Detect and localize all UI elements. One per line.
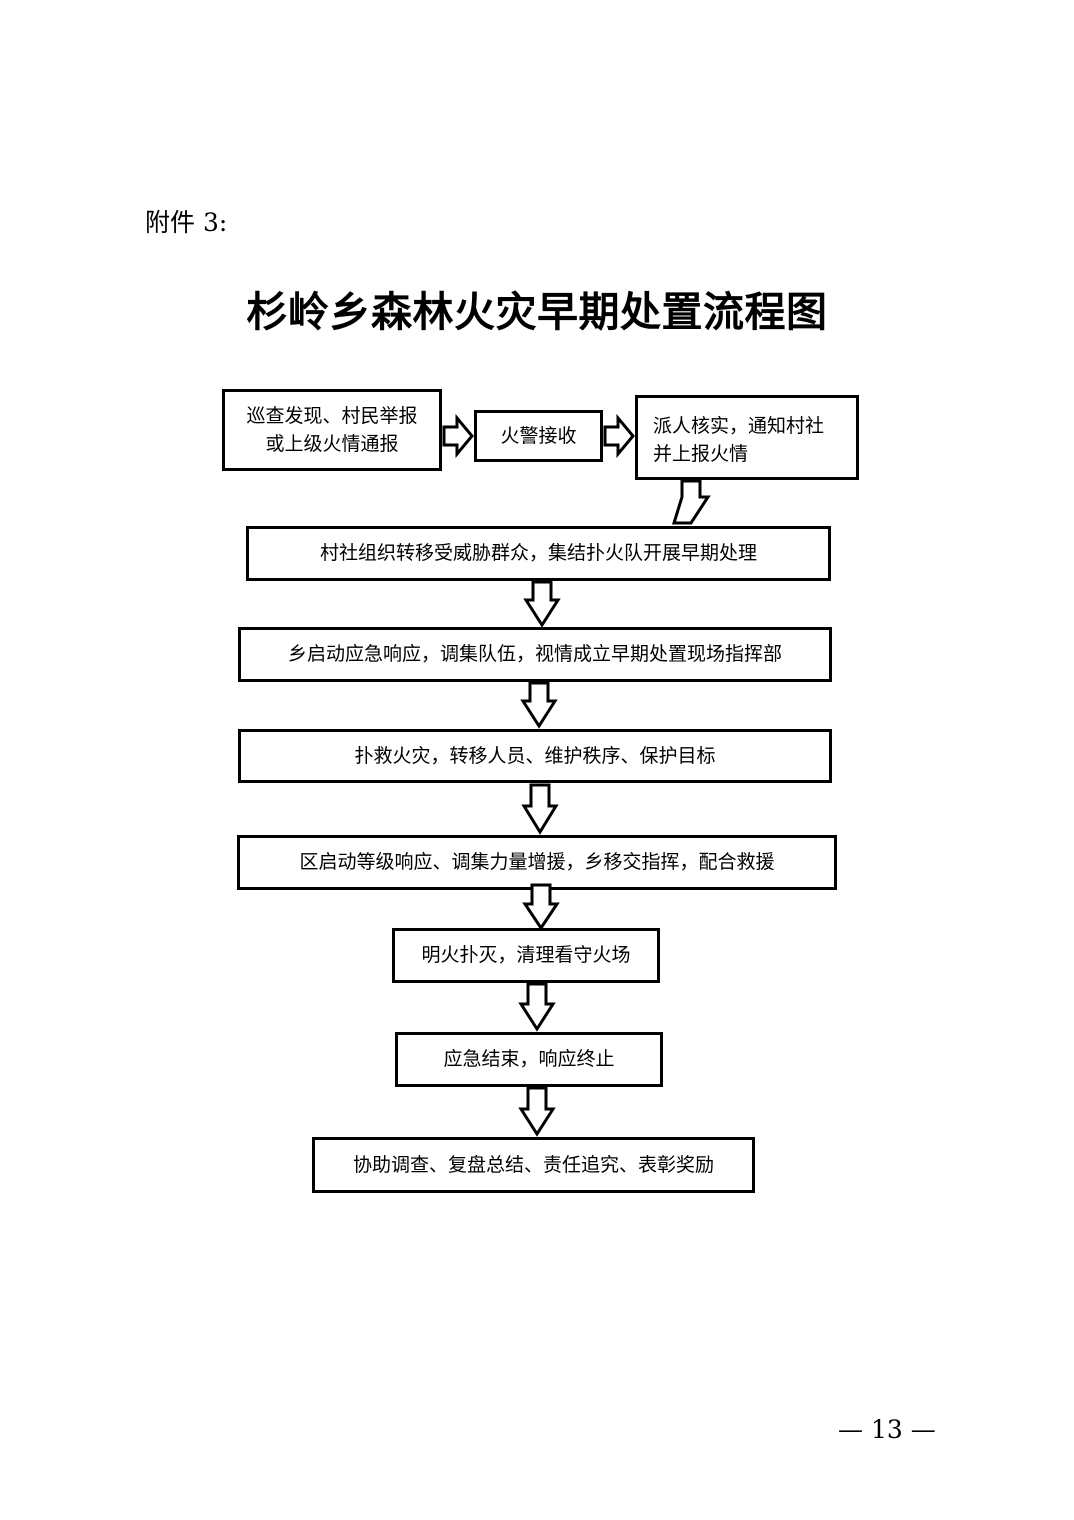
arrow-down-2 bbox=[523, 580, 561, 628]
page-title: 杉岭乡森林火灾早期处置流程图 bbox=[246, 288, 828, 336]
step-emergency-end: 应急结束，响应终止 bbox=[395, 1032, 663, 1087]
step-village-evacuation: 村社组织转移受威胁群众，集结扑火队开展早期处理 bbox=[246, 526, 831, 581]
step-discovery-line2: 或上级火情通报 bbox=[265, 433, 399, 455]
step-verify: 派人核实，通知村社 并上报火情 bbox=[635, 395, 859, 480]
step-fire-extinguished-label: 明火扑灭，清理看守火场 bbox=[421, 944, 631, 966]
step-receive-label: 火警接收 bbox=[500, 424, 577, 447]
step-fire-suppression: 扑救火灾，转移人员、维护秩序、保护目标 bbox=[238, 729, 832, 783]
step-verify-line1: 派人核实，通知村社 bbox=[653, 415, 825, 437]
arrow-down-6 bbox=[518, 982, 556, 1032]
step-fire-suppression-label: 扑救火灾，转移人员、维护秩序、保护目标 bbox=[354, 744, 716, 767]
step-follow-up-label: 协助调查、复盘总结、责任追究、表彰奖励 bbox=[352, 1153, 714, 1176]
arrow-down-4 bbox=[521, 783, 559, 835]
page-number: — 13 — bbox=[838, 1415, 936, 1444]
step-township-response: 乡启动应急响应，调集队伍，视情成立早期处置现场指挥部 bbox=[238, 627, 832, 682]
arrow-down-1 bbox=[671, 479, 711, 525]
step-verify-line2: 并上报火情 bbox=[653, 443, 749, 465]
arrow-right-1 bbox=[442, 413, 474, 459]
step-fire-extinguished: 明火扑灭，清理看守火场 bbox=[392, 928, 660, 983]
step-village-evacuation-label: 村社组织转移受威胁群众，集结扑火队开展早期处理 bbox=[319, 542, 757, 564]
arrow-down-7 bbox=[518, 1086, 556, 1137]
step-emergency-end-label: 应急结束，响应终止 bbox=[443, 1048, 615, 1070]
step-discovery-line1: 巡查发现、村民举报 bbox=[246, 405, 418, 427]
step-district-response: 区启动等级响应、调集力量增援，乡移交指挥，配合救援 bbox=[237, 835, 837, 890]
step-district-response-label: 区启动等级响应、调集力量增援，乡移交指挥，配合救援 bbox=[299, 851, 775, 873]
arrow-down-5 bbox=[522, 883, 560, 931]
arrow-right-2 bbox=[603, 413, 635, 459]
arrow-down-3 bbox=[520, 681, 558, 729]
step-discovery: 巡查发现、村民举报 或上级火情通报 bbox=[222, 389, 442, 471]
step-township-response-label: 乡启动应急响应，调集队伍，视情成立早期处置现场指挥部 bbox=[287, 643, 782, 665]
step-receive: 火警接收 bbox=[474, 410, 603, 462]
annex-label: 附件 3: bbox=[145, 208, 228, 237]
step-follow-up: 协助调查、复盘总结、责任追究、表彰奖励 bbox=[312, 1137, 755, 1193]
